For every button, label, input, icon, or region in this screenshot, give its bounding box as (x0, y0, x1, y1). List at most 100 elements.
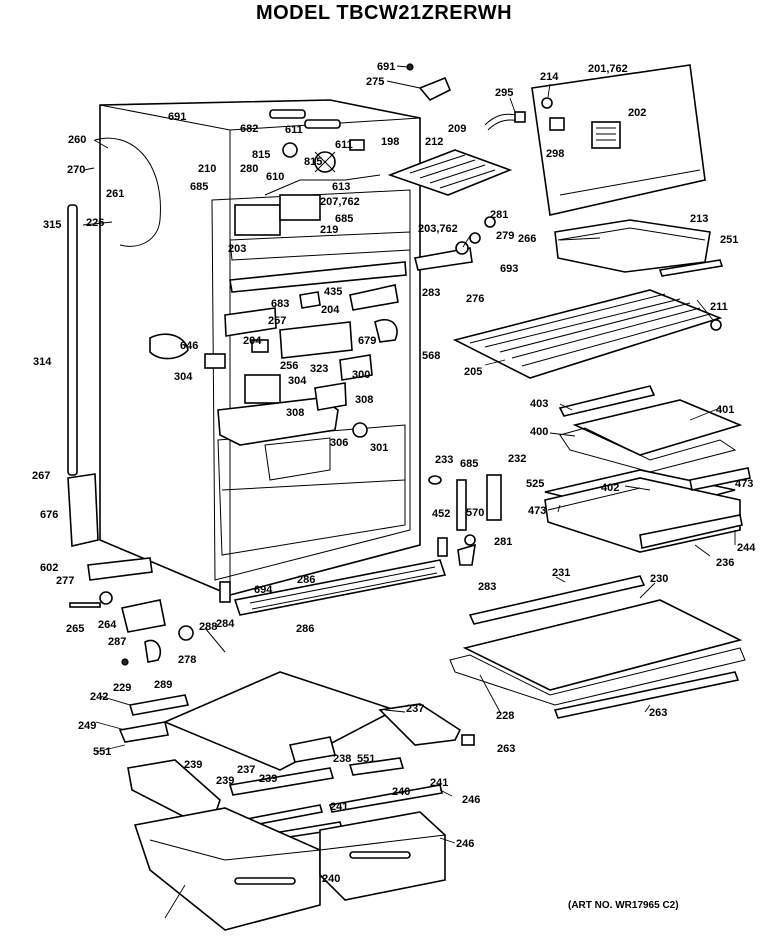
callout: 300 (352, 369, 370, 381)
callout: 241 (330, 801, 348, 813)
callout: 238 (333, 753, 351, 765)
kickplate-grille (219, 559, 447, 616)
callout: 314 (33, 356, 52, 368)
callout: 473 (528, 505, 546, 517)
callout: 610 (266, 171, 284, 183)
callout: 402 (601, 482, 619, 494)
callout: 286 (296, 623, 314, 635)
callout: 270 (67, 164, 85, 176)
callout: 261 (106, 188, 124, 200)
callout: 403 (530, 398, 548, 410)
callout: 676 (40, 509, 58, 521)
callout: 683 (271, 298, 289, 310)
callout: 525 (526, 478, 544, 490)
callout: 283 (422, 287, 440, 299)
callout: 283 (478, 581, 496, 593)
callout: 267 (32, 470, 50, 482)
callout: 212 (425, 136, 443, 148)
callout: 242 (90, 691, 108, 703)
callout: 240 (322, 873, 340, 885)
callout: 815 (304, 156, 322, 168)
crisper-drawer-left (133, 807, 321, 931)
callout: 289 (154, 679, 172, 691)
cold-control-bracket (414, 216, 496, 271)
glass-shelf (559, 399, 743, 473)
callout: 287 (108, 636, 126, 648)
callout: 204 (321, 304, 340, 316)
shelf-support-brackets (428, 474, 502, 566)
callout: 264 (98, 619, 117, 631)
callout: 295 (495, 87, 513, 99)
lower-glass-shelf (449, 599, 746, 719)
callout: 473 (735, 478, 753, 490)
callout: 229 (113, 682, 131, 694)
callout: 306 (330, 437, 348, 449)
shelf-front-trim (558, 385, 656, 417)
callout: 286 (297, 574, 315, 586)
callout: 244 (737, 542, 756, 554)
callout: 214 (540, 71, 559, 83)
callout: 233 (435, 454, 453, 466)
callout: 251 (720, 234, 738, 246)
callout: 201,762 (588, 63, 628, 75)
callout: 288 (199, 621, 217, 633)
callout: 207,762 (320, 196, 360, 208)
callout: 602 (40, 562, 58, 574)
callout: 232 (508, 453, 526, 465)
callout: 281 (490, 209, 508, 221)
callout: 203 (228, 243, 246, 255)
callout: 611 (285, 124, 303, 136)
callout: 685 (190, 181, 208, 193)
callout: 256 (280, 360, 298, 372)
callout: 691 (377, 61, 395, 73)
callout: 646 (180, 340, 198, 352)
control-panel (531, 64, 706, 216)
callout: 284 (216, 618, 235, 630)
callout: 551 (357, 753, 375, 765)
callout: 226 (86, 217, 104, 229)
callout: 304 (288, 375, 307, 387)
callout: 308 (355, 394, 373, 406)
callout: 452 (432, 508, 450, 520)
callout: 213 (690, 213, 708, 225)
evaporator-fan-assembly (234, 109, 381, 236)
callout: 685 (335, 213, 353, 225)
callout: 301 (370, 442, 388, 454)
callout: 693 (500, 263, 518, 275)
art-number: (ART NO. WR17965 C2) (568, 900, 679, 911)
callout: 298 (546, 148, 564, 160)
freezer-basket (554, 219, 711, 273)
callout: 694 (254, 584, 273, 596)
callout: 278 (178, 654, 196, 666)
callout: 281 (494, 536, 512, 548)
callout: 685 (460, 458, 478, 470)
wire-shelf (452, 289, 723, 379)
side-trim-left (67, 473, 153, 581)
callout: 209 (448, 123, 466, 135)
callout: 308 (286, 407, 304, 419)
callout: 691 (168, 111, 186, 123)
callout: 203,762 (418, 223, 458, 235)
leader-lines (82, 65, 736, 919)
callout: 246 (462, 794, 480, 806)
callout: 679 (358, 335, 376, 347)
callout: 265 (66, 623, 84, 635)
callout: 237 (406, 703, 424, 715)
callout: 611 (335, 139, 353, 151)
callout: 570 (466, 507, 484, 519)
callout: 260 (68, 134, 86, 146)
callout: 240 (392, 786, 410, 798)
callout: 246 (456, 838, 474, 850)
callout: 551 (93, 746, 111, 758)
callout: 205 (464, 366, 482, 378)
callout: 236 (716, 557, 734, 569)
callout: 401 (716, 404, 734, 416)
callout: 315 (43, 219, 61, 231)
callout: 198 (381, 136, 399, 148)
callout: 323 (310, 363, 328, 375)
callout: 263 (497, 743, 515, 755)
callout: 241 (430, 777, 448, 789)
callout: 304 (174, 371, 193, 383)
wiring-harness (484, 111, 526, 131)
